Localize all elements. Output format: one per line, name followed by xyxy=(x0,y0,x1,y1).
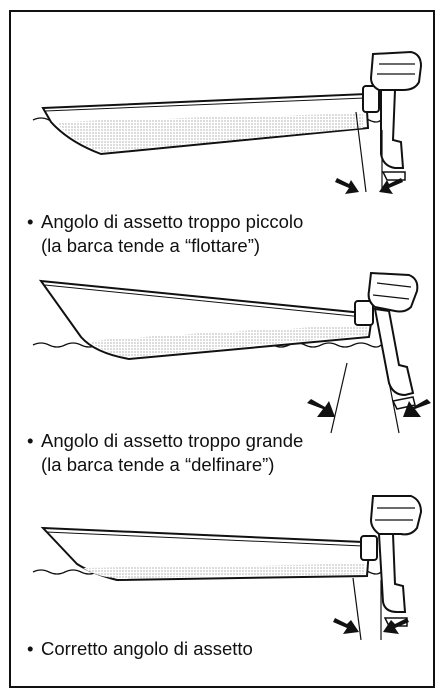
caption-trim-too-small: •Angolo di assetto troppo piccolo (la ba… xyxy=(27,211,304,256)
manual-figure-panel: •Angolo di assetto troppo piccolo (la ba… xyxy=(9,10,435,688)
caption-line: (la barca tende a “delfinare”) xyxy=(41,454,275,475)
outboard-motor-icon xyxy=(360,495,423,627)
boat-illustration-trim-too-small xyxy=(32,50,423,194)
caption-line: (la barca tende a “flottare”) xyxy=(41,235,261,256)
outboard-motor-icon xyxy=(354,271,419,410)
caption-line: Corretto angolo di assetto xyxy=(41,638,253,659)
caption-line: Angolo di assetto troppo piccolo xyxy=(41,211,304,232)
caption-trim-too-large: •Angolo di assetto troppo grande (la bar… xyxy=(27,430,304,475)
caption-line: Angolo di assetto troppo grande xyxy=(41,430,304,451)
outboard-motor-icon xyxy=(362,50,423,181)
caption-trim-correct: •Corretto angolo di assetto xyxy=(27,638,253,659)
boat-illustration-trim-too-large xyxy=(32,271,431,434)
boat-illustration-trim-correct xyxy=(32,495,423,640)
